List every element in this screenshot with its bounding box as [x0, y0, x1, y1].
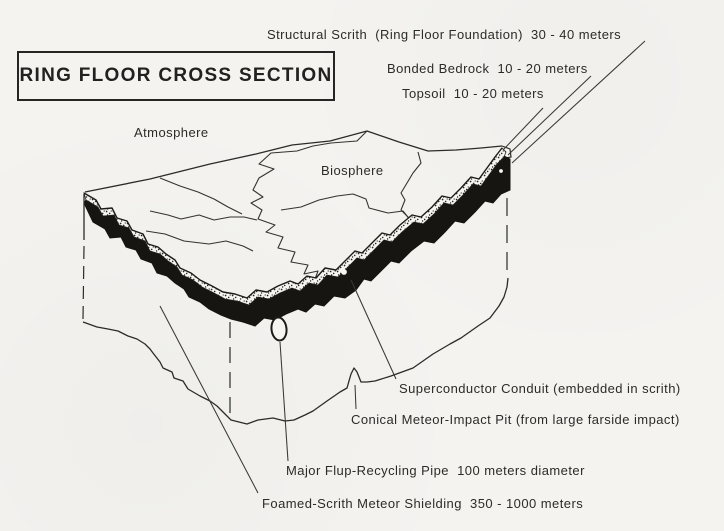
label-atmosphere: Atmosphere: [134, 125, 209, 140]
label-shielding: Foamed-Scrith Meteor Shielding 350 - 100…: [262, 496, 584, 511]
river-left-upper: [149, 210, 258, 221]
label-superconductor: Superconductor Conduit (embedded in scri…: [399, 381, 681, 396]
superconductor-conduit-dot: [341, 269, 347, 275]
leader-impact-pit: [354, 384, 357, 410]
river-lines: [145, 130, 429, 283]
scrith-band: [83, 155, 511, 327]
leader-lines: [159, 40, 646, 494]
label-topsoil: Topsoil 10 - 20 meters: [402, 86, 544, 101]
river-right-branch: [400, 151, 422, 221]
leader-superconductor: [350, 279, 397, 380]
leader-shielding: [159, 305, 259, 494]
terrain-back-edge: [84, 130, 503, 193]
title-box: RING FLOOR CROSS SECTION: [17, 51, 335, 101]
label-flup-pipe: Major Flup-Recycling Pipe 100 meters dia…: [286, 463, 585, 478]
flup-pipe-oval: [270, 316, 288, 342]
label-bonded-bedrock: Bonded Bedrock 10 - 20 meters: [387, 61, 588, 76]
block-left-edge-dashed: [82, 245, 85, 321]
river-main: [250, 130, 368, 283]
leader-structural-scrith: [511, 40, 646, 164]
surface-cut-line: [83, 147, 503, 299]
river-left-lower: [145, 230, 254, 252]
leader-topsoil: [502, 107, 544, 151]
leader-flup-pipe: [279, 341, 289, 462]
page-title: RING FLOOR CROSS SECTION: [19, 65, 333, 86]
leader-bonded-bedrock: [507, 75, 592, 156]
label-impact-pit: Conical Meteor-Impact Pit (from large fa…: [351, 412, 680, 427]
conduit-dot-small: [499, 169, 503, 173]
river-from-back-edge: [159, 177, 243, 215]
label-biosphere: Biosphere: [321, 163, 384, 178]
label-structural-scrith: Structural Scrith (Ring Floor Foundation…: [267, 27, 622, 42]
